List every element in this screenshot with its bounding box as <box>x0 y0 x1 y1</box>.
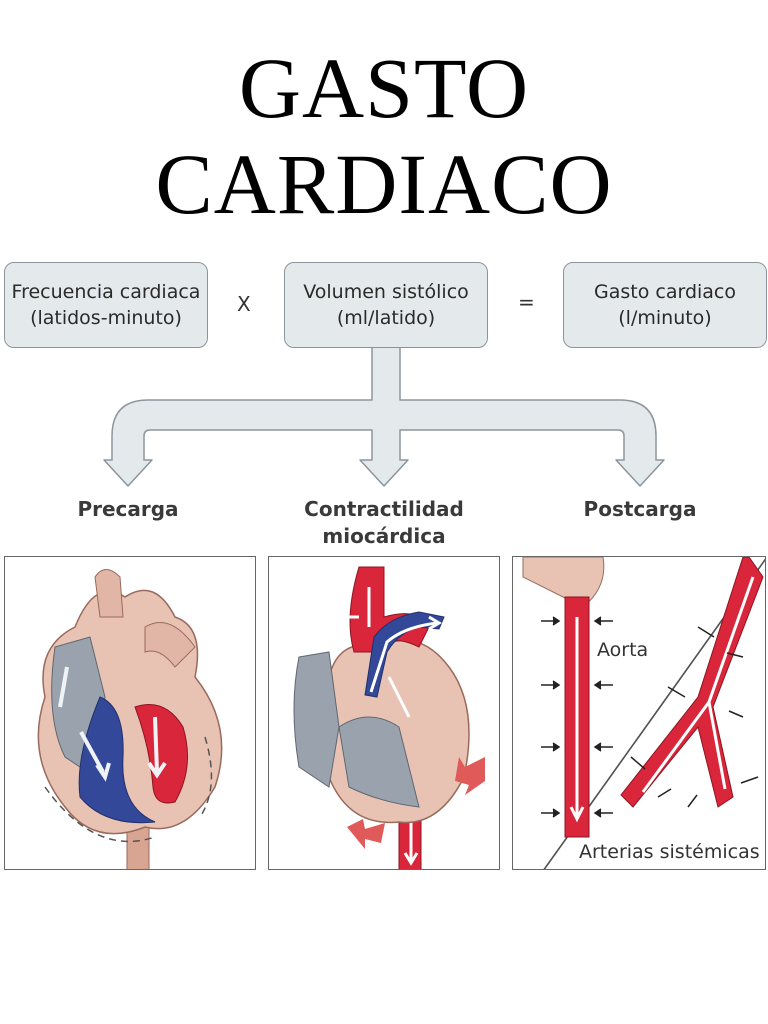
multiply-operator: X <box>237 292 251 316</box>
afterload-vessels-illustration <box>522 557 765 869</box>
heart-rate-label: Frecuencia cardiaca <box>11 281 201 303</box>
afterload-label: Postcarga <box>583 497 697 521</box>
cardiac-output-label: Gasto cardiaco <box>594 281 736 303</box>
cardiac-output-unit: (l/minuto) <box>618 307 712 329</box>
preload-heart-illustration <box>37 569 223 869</box>
stroke-volume-unit: (ml/latido) <box>336 307 436 329</box>
aorta-label: Aorta <box>597 639 649 661</box>
cardiac-output-box: Gasto cardiaco (l/minuto) <box>563 262 767 348</box>
contractility-line1: Contractilidad <box>304 497 464 521</box>
heart-rate-box: Frecuencia cardiaca (latidos-minuto) <box>4 262 208 348</box>
stroke-volume-box: Volumen sistólico (ml/latido) <box>284 262 488 348</box>
preload-label: Precarga <box>77 497 179 521</box>
equals-operator: = <box>518 290 535 314</box>
branch-connector <box>103 345 665 487</box>
contractility-panel <box>268 556 500 870</box>
afterload-panel: Aorta Arterias sistémicas <box>512 556 766 870</box>
stroke-volume-label: Volumen sistólico <box>303 281 469 303</box>
systemic-arteries-label: Arterias sistémicas <box>579 841 760 863</box>
preload-panel <box>4 556 256 870</box>
contractility-label: Contractilidad miocárdica <box>284 496 484 550</box>
heart-rate-unit: (latidos-minuto) <box>30 307 182 329</box>
contractility-heart-illustration <box>293 566 485 869</box>
contractility-line2: miocárdica <box>322 524 446 548</box>
page-title: GASTO CARDIACO <box>155 40 613 232</box>
